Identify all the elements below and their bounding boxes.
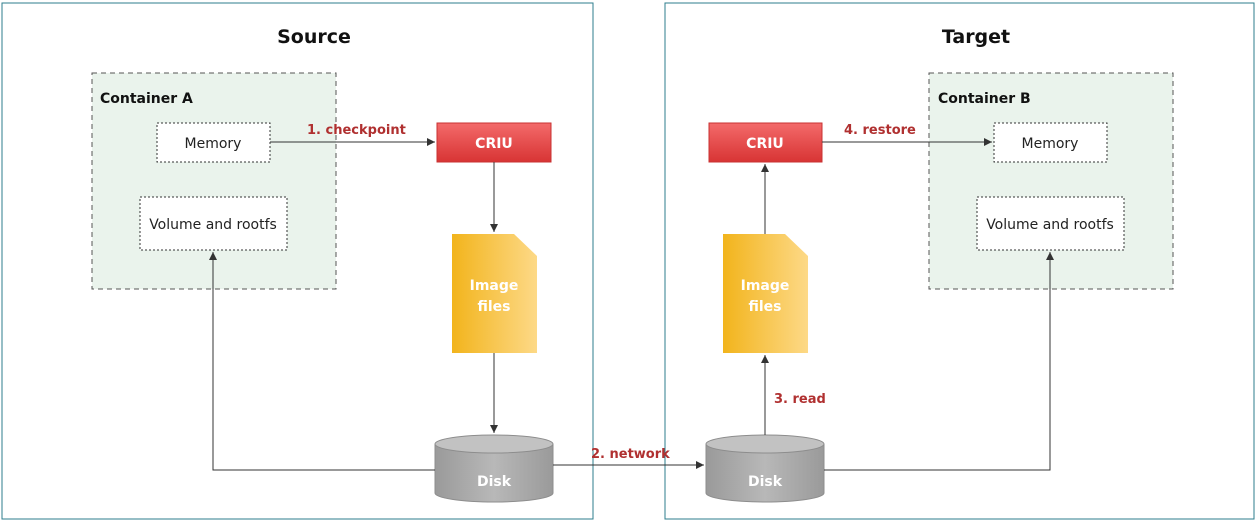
source-disk-label: Disk (477, 474, 512, 490)
source-volume-box (139, 196, 288, 251)
source-volume-label: Volume and rootfs (149, 217, 277, 233)
container-a-title: Container A (100, 91, 193, 107)
source-criu-label: CRIU (475, 136, 513, 152)
source-memory-label: Memory (185, 136, 242, 152)
target-disk-icon (705, 434, 825, 503)
step-network-label: 2. network (591, 447, 670, 462)
source-disk-icon (434, 434, 554, 503)
target-volume-box (976, 196, 1125, 251)
target-memory-label: Memory (1022, 136, 1079, 152)
source-memory-box (156, 122, 271, 163)
target-image-files-shape (723, 234, 808, 353)
target-image-label-line2: files (748, 299, 781, 315)
source-image-files-shape (452, 234, 537, 353)
target-disk-label: Disk (748, 474, 783, 490)
target-criu-label: CRIU (746, 136, 784, 152)
step-checkpoint-label: 1. checkpoint (307, 123, 406, 138)
target-image-label-line1: Image (741, 278, 790, 294)
target-title: Target (942, 26, 1010, 48)
source-image-label-line1: Image (470, 278, 519, 294)
target-memory-box (993, 122, 1108, 163)
container-b-title: Container B (938, 91, 1031, 107)
disk-to-target-volume-arrow (824, 252, 1054, 471)
step-read-label: 3. read (774, 392, 826, 407)
step-restore-label: 4. restore (844, 123, 916, 138)
target-volume-label: Volume and rootfs (986, 217, 1114, 233)
disk-to-source-volume-arrow (209, 252, 435, 471)
source-image-label-line2: files (477, 299, 510, 315)
source-title: Source (277, 26, 351, 48)
source-criu-box (436, 122, 552, 163)
